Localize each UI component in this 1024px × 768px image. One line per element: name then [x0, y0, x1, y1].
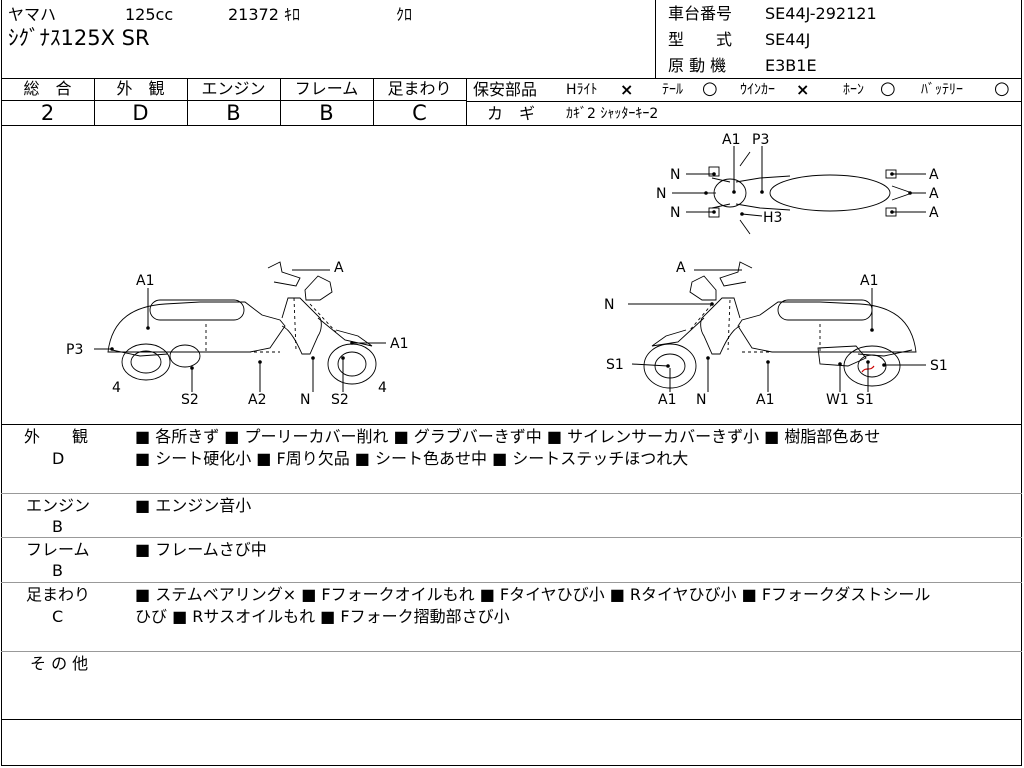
safety-mid-rule [467, 101, 1022, 102]
mileage: 21372 ｷﾛ [228, 5, 300, 24]
frame-no: SE44J-292121 [765, 4, 877, 23]
header-divider [655, 0, 656, 78]
remark-rule [1, 493, 1022, 494]
diagram-label: S2 [181, 392, 199, 408]
diagram-label: A [676, 260, 686, 276]
grade-label-suspension: 足まわり [387, 79, 452, 98]
diagram-label: 4 [112, 380, 121, 396]
diagram-label: S1 [606, 357, 624, 373]
remark-rule [1, 651, 1022, 652]
headlight-status-icon: × [620, 80, 634, 99]
grade-divider [94, 78, 95, 125]
grade-divider [187, 78, 188, 125]
diagram-label: P3 [66, 342, 83, 358]
diagram-label: A1 [756, 392, 774, 408]
diagram-label: N [696, 392, 706, 408]
diagram-label: A [929, 186, 939, 202]
grade-value-engine: B [226, 101, 241, 125]
maker: ヤマハ [8, 5, 57, 24]
diagram-label: S1 [856, 392, 874, 408]
headlight-label: Hﾗｲﾄ [566, 82, 598, 98]
diagram-label: A [929, 167, 939, 183]
diagram-label: N [300, 392, 310, 408]
displacement: 125cc [125, 5, 174, 24]
diagram-label: A1 [390, 336, 408, 352]
winker-label: ｳｲﾝｶｰ [740, 82, 775, 98]
remark-label-suspension: 足まわり [26, 585, 91, 604]
diagram-label: N [670, 205, 680, 221]
remark-label-engine: エンジン [26, 496, 91, 515]
remark-line: ■ フレームさび中 [135, 540, 267, 559]
remark-line: ■ 各所きず ■ プーリーカバー削れ ■ グラブバーきず中 ■ サイレンサーカバ… [135, 427, 881, 446]
grade-value-exterior: D [132, 101, 149, 125]
grade-value-frame: B [319, 101, 334, 125]
diagram-label: W1 [826, 392, 849, 408]
engine-label: 原 動 機 [668, 56, 727, 75]
remark-line: ■ シート硬化小 ■ F周り欠品 ■ シート色あせ中 ■ シートステッチほつれ大 [135, 449, 689, 468]
diagram-label: S1 [930, 358, 948, 374]
diagram-label: N [604, 297, 614, 313]
safety-label: 保安部品 [473, 80, 538, 99]
remark-grade-frame: B [52, 561, 63, 580]
diagram-label: A1 [658, 392, 676, 408]
horn-status-icon: ○ [880, 78, 896, 99]
grade-label-exterior: 外 観 [116, 79, 165, 98]
keys-label: カ ギ [487, 104, 536, 123]
scooter-left-side-icon [107, 261, 377, 385]
diagram-label: A1 [136, 273, 154, 289]
tail-status-icon: ○ [702, 78, 718, 99]
tail-label: ﾃｰﾙ [662, 82, 683, 98]
remark-label-other: そ の 他 [30, 654, 89, 673]
diagram-label: A1 [722, 132, 740, 148]
remark-line: ■ ステムベアリング× ■ Fフォークオイルもれ ■ Fタイヤひび小 ■ Rタイ… [135, 585, 931, 604]
battery-label: ﾊﾞｯﾃﾘｰ [921, 82, 963, 98]
color: ｸﾛ [396, 5, 413, 24]
diagram-label: A [929, 205, 939, 221]
remark-label-frame: フレーム [26, 540, 90, 559]
diagram-label: N [656, 186, 666, 202]
model-name: ｼｸﾞﾅｽ125X SR [8, 26, 150, 50]
grade-label-engine: エンジン [201, 79, 266, 98]
diagram-label: P3 [752, 132, 769, 148]
diagram-bottom-rule [1, 424, 1022, 425]
remark-grade-exterior: D [52, 449, 65, 468]
grade-label-overall: 総 合 [23, 79, 72, 98]
damage-diagram: A A1 P3 A1 4 S2 A2 N S2 4 A A1 N S1 A1 N… [66, 132, 948, 408]
type-label: 型 式 [668, 30, 733, 49]
keys-value: ｶｷﾞ2 ｼｬｯﾀｰｷｰ2 [566, 106, 659, 122]
remark-grade-engine: B [52, 517, 63, 536]
diagram-label: A [334, 260, 344, 276]
battery-status-icon: ○ [994, 78, 1010, 99]
grade-value-overall: 2 [40, 101, 55, 125]
diagram-label: 4 [378, 380, 387, 396]
diagram-label: N [670, 167, 680, 183]
grade-divider [373, 78, 374, 125]
header-rule [1, 78, 1022, 79]
type-value: SE44J [765, 30, 811, 49]
remark-grade-suspension: C [52, 607, 64, 626]
remark-line: ■ エンジン音小 [135, 496, 252, 515]
diagram-label: S2 [331, 392, 349, 408]
winker-status-icon: × [796, 80, 810, 99]
grade-label-frame: フレーム [294, 79, 359, 98]
frame-no-label: 車台番号 [668, 4, 733, 23]
engine-value: E3B1E [765, 56, 817, 75]
other-bottom-rule [1, 719, 1022, 720]
diagram-label: A2 [248, 392, 266, 408]
grade-divider [280, 78, 281, 125]
grade-value-suspension: C [412, 101, 427, 125]
remark-label-exterior: 外 観 [24, 427, 89, 446]
grade-divider [466, 78, 467, 125]
grade-mid-rule [1, 100, 467, 101]
remark-line: ひび ■ Rサスオイルもれ ■ Fフォーク摺動部さび小 [135, 607, 510, 626]
diagram-label: H3 [763, 210, 782, 226]
remark-rule [1, 582, 1022, 583]
grade-bottom-rule [1, 125, 1022, 126]
remark-rule [1, 537, 1022, 538]
diagram-label: A1 [860, 273, 878, 289]
horn-label: ﾎｰﾝ [843, 82, 864, 98]
